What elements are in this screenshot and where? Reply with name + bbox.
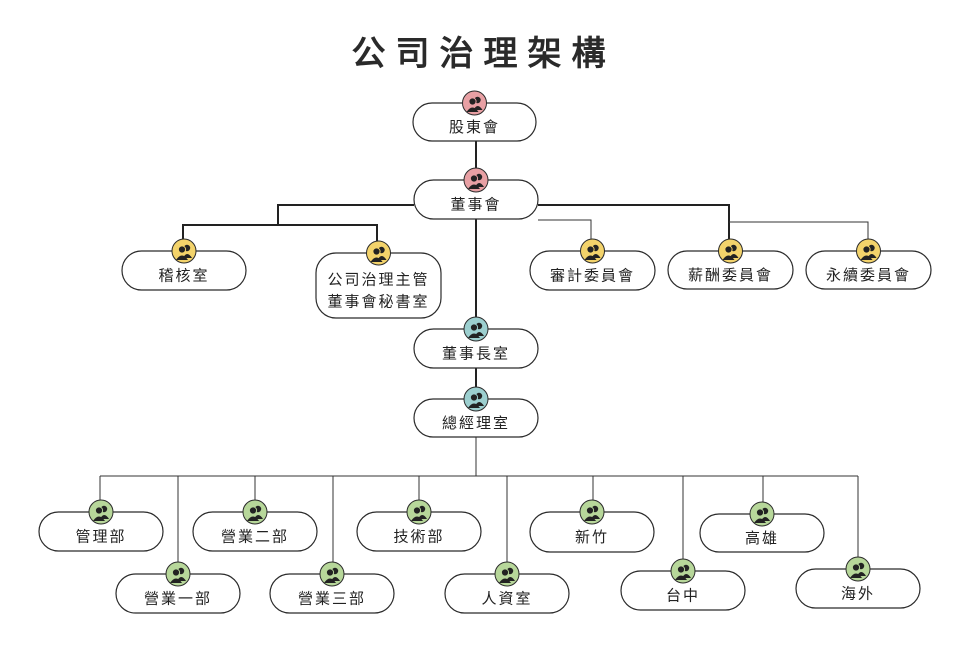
person-icon [406,499,432,525]
node-label: 技術部 [393,528,444,546]
person-icon [366,240,391,266]
person-icon [165,561,191,587]
node-label: 營業二部 [221,528,289,546]
node-label: 董事會秘書室 [327,293,429,311]
org-node-audit-committee: 審計委員會 [529,238,656,291]
node-label: 薪酬委員會 [688,266,773,284]
page-title: 公司治理架構 [351,34,616,74]
node-label: 董事長室 [442,345,510,363]
org-node-taichung: 台中 [620,558,746,611]
person-icon [319,561,345,587]
person-icon [462,90,487,116]
person-icon [88,499,114,525]
node-label: 管理部 [75,528,126,546]
org-node-sustainability: 永續委員會 [805,238,932,290]
person-icon [463,386,489,412]
person-icon [670,558,696,584]
person-icon [242,499,268,525]
node-label: 股東會 [449,118,500,136]
person-icon [494,561,520,587]
org-node-gm: 總經理室 [413,386,539,438]
person-icon [579,499,605,525]
org-node-overseas: 海外 [795,556,921,609]
org-node-kaohsiung: 高雄 [699,501,825,553]
org-node-board: 董事會 [413,167,539,220]
node-label: 海外 [841,585,875,603]
node-label: 總經理室 [442,414,510,432]
person-icon [463,316,489,342]
person-icon [718,238,743,264]
org-node-sales3: 營業三部 [269,561,395,614]
org-node-management: 管理部 [38,499,164,552]
org-node-sales1: 營業一部 [115,561,241,614]
person-icon [171,238,197,264]
node-label: 人資室 [481,590,532,608]
org-node-audit-office: 稽核室 [121,238,247,291]
node-label: 營業三部 [298,590,366,608]
org-node-tech: 技術部 [356,499,482,552]
org-node-sales2: 營業二部 [192,499,318,552]
node-label: 新竹 [575,528,609,546]
node-label: 董事會 [450,196,501,214]
person-icon [580,238,605,264]
org-node-hsinchu: 新竹 [529,499,655,553]
node-label: 台中 [666,587,700,605]
person-icon [749,501,775,527]
node-label: 公司治理主管 [327,271,429,289]
node-label: 永續委員會 [826,266,911,284]
org-node-remuneration: 薪酬委員會 [667,238,794,290]
person-icon [463,167,489,193]
org-node-shareholders: 股東會 [412,90,537,142]
node-label: 稽核室 [158,267,209,285]
person-icon [845,556,871,582]
node-label: 營業一部 [144,590,212,608]
node-label: 高雄 [745,529,779,547]
org-node-hr: 人資室 [444,561,570,614]
org-node-chairman: 董事長室 [413,316,539,369]
node-label: 審計委員會 [550,267,635,285]
person-icon [856,238,881,264]
